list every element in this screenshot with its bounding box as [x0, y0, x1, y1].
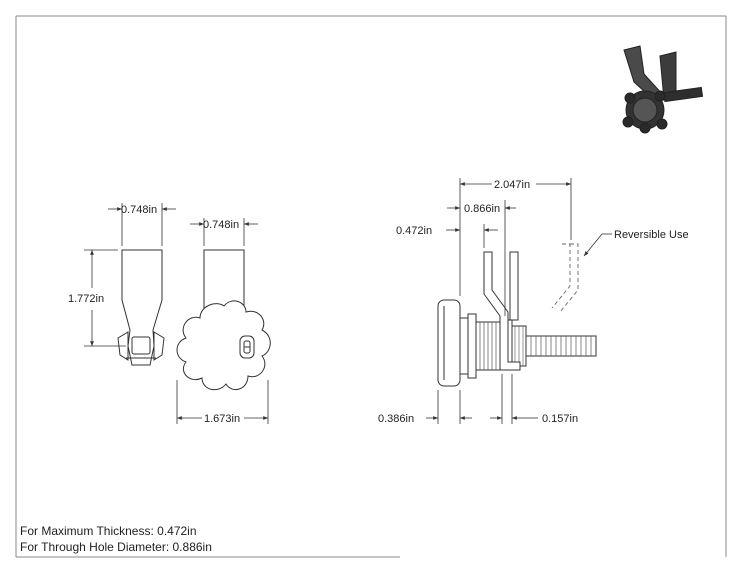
reversible-use-label: Reversible Use [614, 229, 689, 241]
dim-cam-thickness-label: 0.157in [542, 413, 578, 425]
dim-max-thickness [446, 224, 498, 248]
isometric-thumbnail [622, 45, 704, 134]
sheet-border [15, 15, 727, 558]
dim-overall-length-label: 2.047in [494, 179, 530, 191]
dim-mount-to-cam [447, 200, 516, 316]
dim-mount-to-cam-label: 0.866in [464, 203, 500, 215]
dim-left-cam-width [108, 203, 176, 246]
reversible-leader [583, 233, 612, 257]
dim-knob-cam-width-label: 0.748in [203, 219, 239, 231]
cam-front-view [117, 249, 165, 366]
dim-cam-thickness [490, 374, 538, 424]
dim-knob-thickness-label: 0.386in [378, 413, 414, 425]
dim-left-cam-width-label: 0.748in [121, 204, 157, 216]
dim-left-cam-height-label: 1.772in [68, 293, 104, 305]
dim-knob-diameter-label: 1.673in [204, 413, 240, 425]
assembly-side-view [437, 299, 597, 387]
reversible-ghost-outline [551, 243, 579, 313]
note-max-thickness: For Maximum Thickness: 0.472in [20, 524, 197, 538]
dim-knob-diameter [176, 380, 269, 424]
rod-thread-lines [530, 336, 592, 356]
dim-overall-length [459, 178, 572, 296]
dim-max-thickness-label: 0.472in [396, 225, 432, 237]
dim-left-cam-height [84, 249, 126, 347]
knob-front-view [176, 249, 271, 391]
dim-knob-cam-width [190, 218, 258, 246]
dim-knob-thickness [426, 390, 472, 424]
note-hole-diameter: For Through Hole Diameter: 0.886in [20, 540, 212, 554]
cam-bracket-side [483, 251, 521, 371]
